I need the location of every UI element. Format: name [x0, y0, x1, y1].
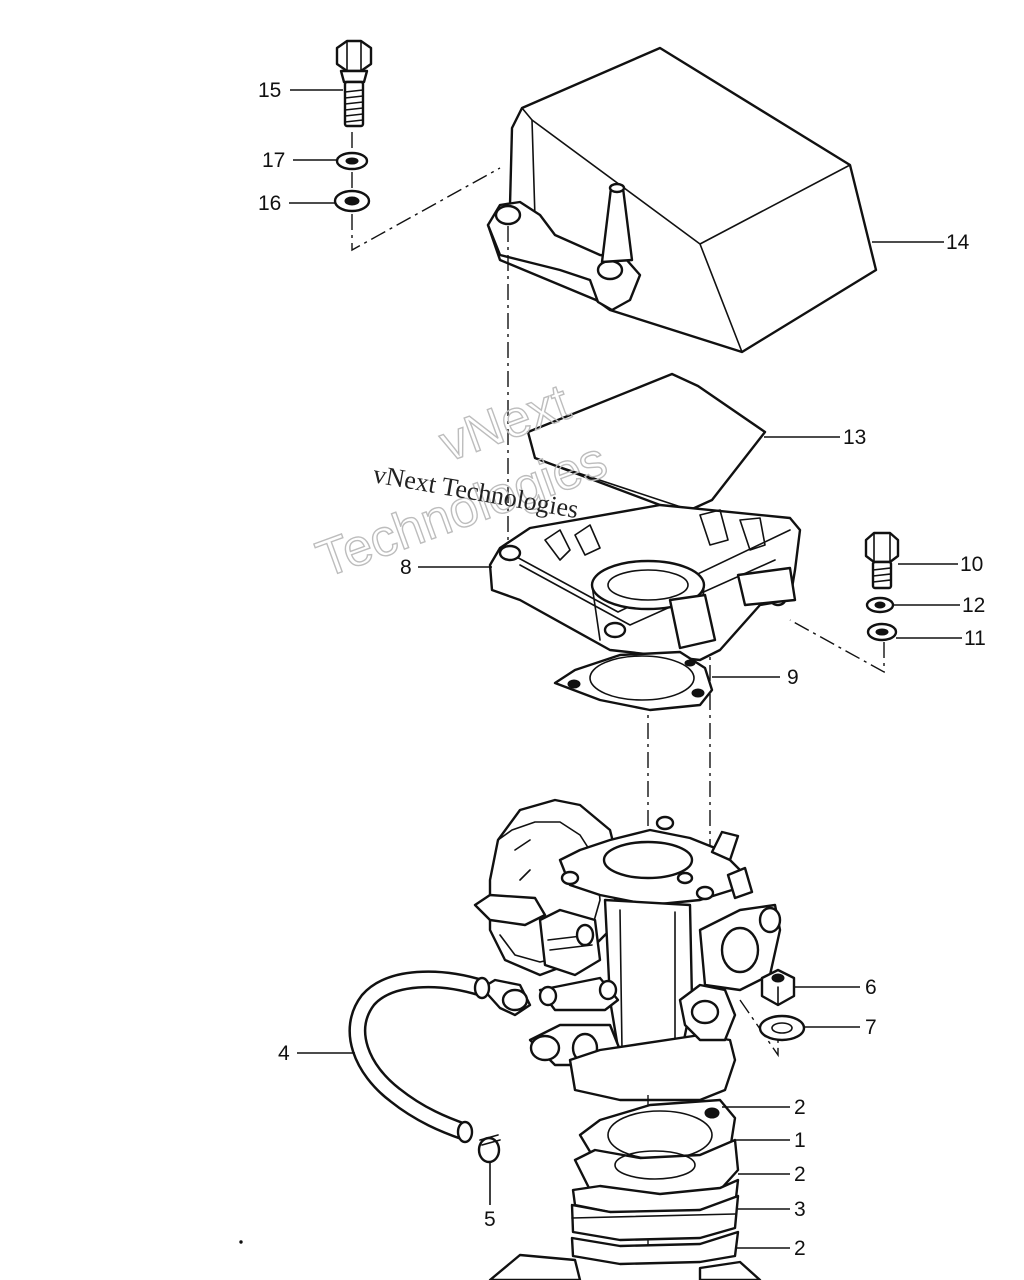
callout-2-a: 2 [794, 1096, 806, 1119]
stray-dot [239, 1240, 243, 1244]
gasket-2-lower [570, 1230, 740, 1266]
case-8 [488, 503, 802, 662]
callout-6: 6 [865, 976, 877, 999]
callout-11: 11 [964, 627, 986, 650]
washer-11 [866, 622, 898, 642]
base-flange-partial [488, 1253, 762, 1280]
callout-4: 4 [278, 1042, 290, 1065]
bolt-10 [864, 531, 900, 590]
washer-7 [758, 1014, 806, 1042]
filter-13 [526, 372, 767, 512]
clamp-5 [477, 1134, 501, 1164]
nut-6 [760, 968, 796, 1007]
callout-17: 17 [262, 149, 285, 172]
callout-10: 10 [960, 553, 983, 576]
callout-1: 1 [794, 1129, 806, 1152]
callout-2-b: 2 [794, 1163, 806, 1186]
callout-12: 12 [962, 594, 985, 617]
washer-12 [865, 596, 895, 614]
gasket-9 [553, 650, 714, 712]
bolt-15-axis-line [351, 132, 501, 252]
callout-2-c: 2 [794, 1237, 806, 1260]
callout-14: 14 [946, 231, 970, 254]
bolt-15 [335, 39, 373, 128]
callout-8: 8 [400, 556, 412, 579]
callout-16: 16 [258, 192, 281, 215]
callout-7: 7 [865, 1016, 877, 1039]
spacer-3 [570, 1194, 740, 1242]
callout-5: 5 [484, 1208, 496, 1231]
bolt-10-axis-line [789, 619, 885, 674]
cover-14 [486, 46, 878, 354]
callout-9: 9 [787, 666, 799, 689]
nut-axis-line [739, 999, 779, 1058]
hose-4 [348, 970, 491, 1144]
callout-13: 13 [843, 426, 866, 449]
washer-17 [335, 151, 369, 171]
callout-labels: 15 17 16 14 13 8 10 12 11 9 6 7 4 2 1 2 … [258, 79, 986, 1260]
carburetor [473, 798, 782, 1102]
washer-16 [333, 189, 371, 213]
gasket-2-upper [578, 1098, 737, 1172]
callout-3: 3 [794, 1198, 806, 1221]
leader-lines [289, 89, 962, 1249]
callout-15: 15 [258, 79, 281, 102]
